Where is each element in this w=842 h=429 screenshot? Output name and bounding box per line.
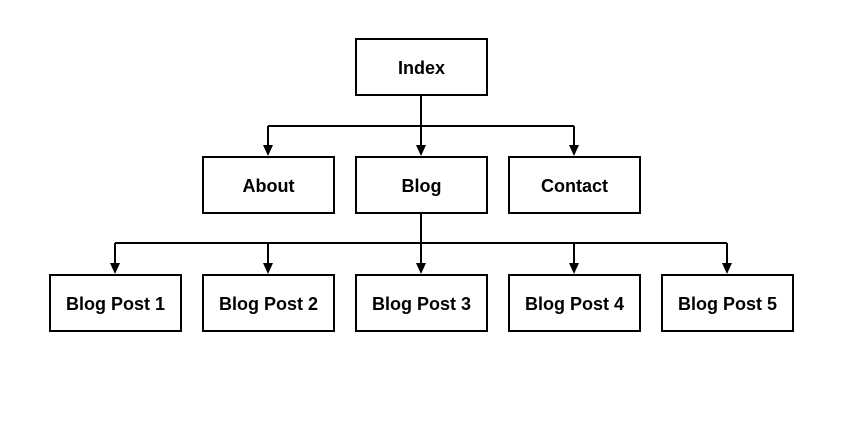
arrowhead-about xyxy=(263,145,273,156)
connectors-index-to-level1 xyxy=(263,95,579,156)
node-about: About xyxy=(202,156,335,214)
node-blog-post-2-label: Blog Post 2 xyxy=(219,294,318,314)
node-blog-post-1: Blog Post 1 xyxy=(49,274,182,332)
node-blog-post-2: Blog Post 2 xyxy=(202,274,335,332)
node-blog-post-3-label: Blog Post 3 xyxy=(372,294,471,314)
node-index: Index xyxy=(355,38,488,96)
arrowhead-post-1 xyxy=(110,263,120,274)
node-blog-post-4-label: Blog Post 4 xyxy=(525,294,624,314)
arrowhead-post-3 xyxy=(416,263,426,274)
node-blog-label: Blog xyxy=(402,176,442,196)
node-contact-label: Contact xyxy=(541,176,608,196)
arrowhead-blog xyxy=(416,145,426,156)
arrowhead-post-4 xyxy=(569,263,579,274)
node-about-label: About xyxy=(243,176,295,196)
node-blog: Blog xyxy=(355,156,488,214)
connectors-blog-to-posts xyxy=(110,213,732,274)
node-blog-post-5-label: Blog Post 5 xyxy=(678,294,777,314)
arrowhead-contact xyxy=(569,145,579,156)
node-blog-post-1-label: Blog Post 1 xyxy=(66,294,165,314)
node-blog-post-4: Blog Post 4 xyxy=(508,274,641,332)
arrowhead-post-2 xyxy=(263,263,273,274)
arrowhead-post-5 xyxy=(722,263,732,274)
node-blog-post-5: Blog Post 5 xyxy=(661,274,794,332)
node-contact: Contact xyxy=(508,156,641,214)
node-index-label: Index xyxy=(398,58,445,78)
node-blog-post-3: Blog Post 3 xyxy=(355,274,488,332)
